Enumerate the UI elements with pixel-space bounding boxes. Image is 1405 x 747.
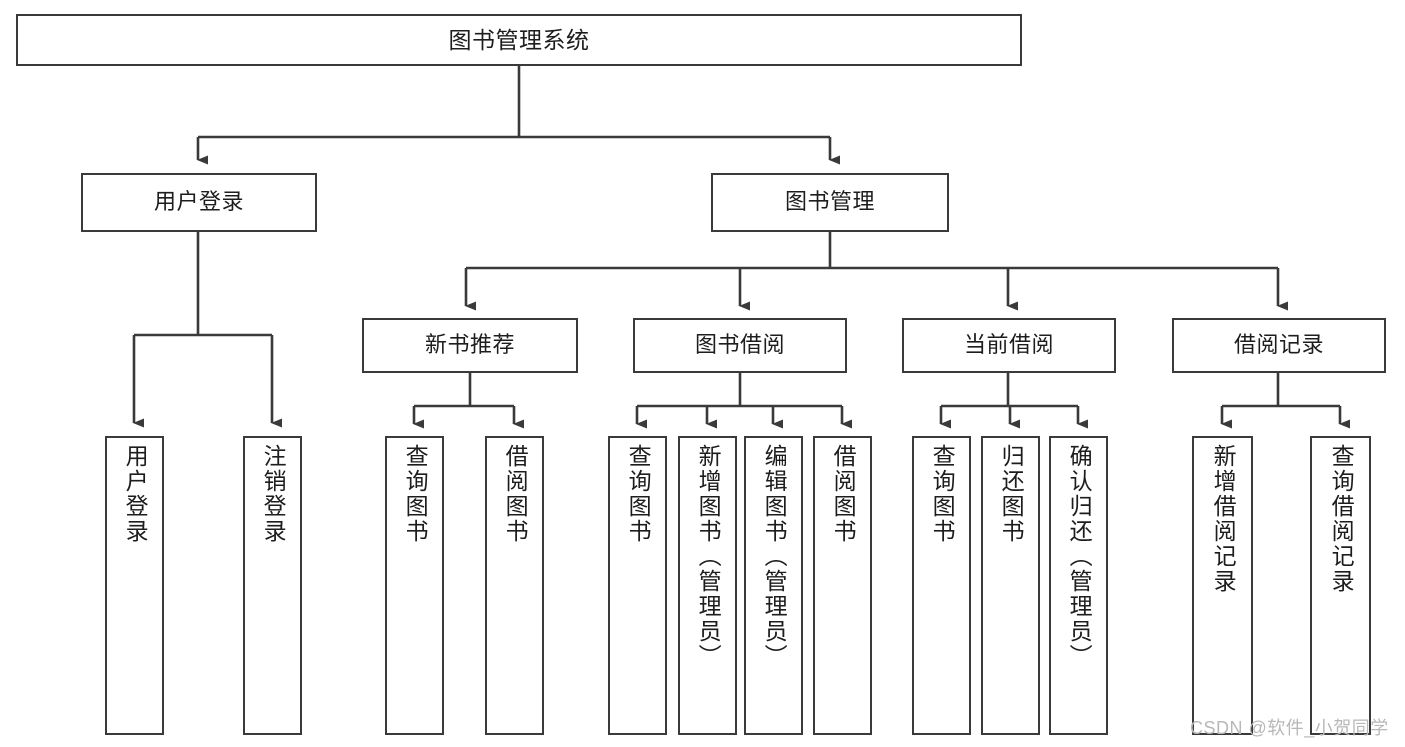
node-leaf-current-query-book-label: 查询图书 [929,444,956,544]
node-root-system[interactable]: 图书管理系统 [16,14,1022,66]
node-root-system-label: 图书管理系统 [448,26,590,53]
node-current-borrow-label: 当前借阅 [963,332,1054,358]
node-leaf-user-login-signout-label: 注销登录 [260,444,287,544]
node-new-book-recommend[interactable]: 新书推荐 [362,318,578,373]
node-user-login[interactable]: 用户登录 [81,173,317,232]
node-user-login-label: 用户登录 [153,189,244,215]
node-new-book-recommend-label: 新书推荐 [424,332,515,358]
node-leaf-new-book-borrow-label: 借阅图书 [502,444,529,544]
node-leaf-new-book-query-label: 查询图书 [402,444,429,544]
node-leaf-borrow-query-book[interactable]: 查询图书 [608,436,667,735]
node-leaf-current-query-book[interactable]: 查询图书 [912,436,971,735]
node-leaf-user-login-signin[interactable]: 用户登录 [105,436,164,735]
node-current-borrow[interactable]: 当前借阅 [902,318,1116,373]
node-leaf-user-login-signin-label: 用户登录 [122,444,149,544]
node-leaf-borrow-borrow-book-label: 借阅图书 [830,444,857,544]
node-borrow-records-label: 借阅记录 [1233,332,1324,358]
node-leaf-current-return-book-label: 归还图书 [998,444,1025,544]
node-book-management-label: 图书管理 [784,189,875,215]
node-leaf-borrow-add-book-label: 新增图书（管理员） [695,444,722,669]
node-leaf-new-book-query[interactable]: 查询图书 [385,436,444,735]
node-leaf-borrow-edit-book[interactable]: 编辑图书（管理员） [744,436,803,735]
node-leaf-current-confirm-return[interactable]: 确认归还（管理员） [1049,436,1108,735]
node-leaf-records-add-label: 新增借阅记录 [1210,444,1237,594]
node-leaf-borrow-add-book[interactable]: 新增图书（管理员） [678,436,737,735]
node-leaf-records-query[interactable]: 查询借阅记录 [1310,436,1371,735]
node-borrow-records[interactable]: 借阅记录 [1172,318,1386,373]
node-leaf-user-login-signout[interactable]: 注销登录 [243,436,302,735]
node-leaf-borrow-edit-book-label: 编辑图书（管理员） [761,444,788,669]
node-book-management[interactable]: 图书管理 [711,173,949,232]
node-leaf-borrow-query-book-label: 查询图书 [625,444,652,544]
node-leaf-borrow-borrow-book[interactable]: 借阅图书 [813,436,872,735]
node-book-borrow[interactable]: 图书借阅 [633,318,847,373]
node-leaf-current-confirm-return-label: 确认归还（管理员） [1066,444,1093,669]
node-leaf-current-return-book[interactable]: 归还图书 [981,436,1040,735]
node-leaf-new-book-borrow[interactable]: 借阅图书 [485,436,544,735]
node-leaf-records-add[interactable]: 新增借阅记录 [1192,436,1253,735]
node-leaf-records-query-label: 查询借阅记录 [1328,444,1355,594]
node-book-borrow-label: 图书借阅 [694,332,785,358]
